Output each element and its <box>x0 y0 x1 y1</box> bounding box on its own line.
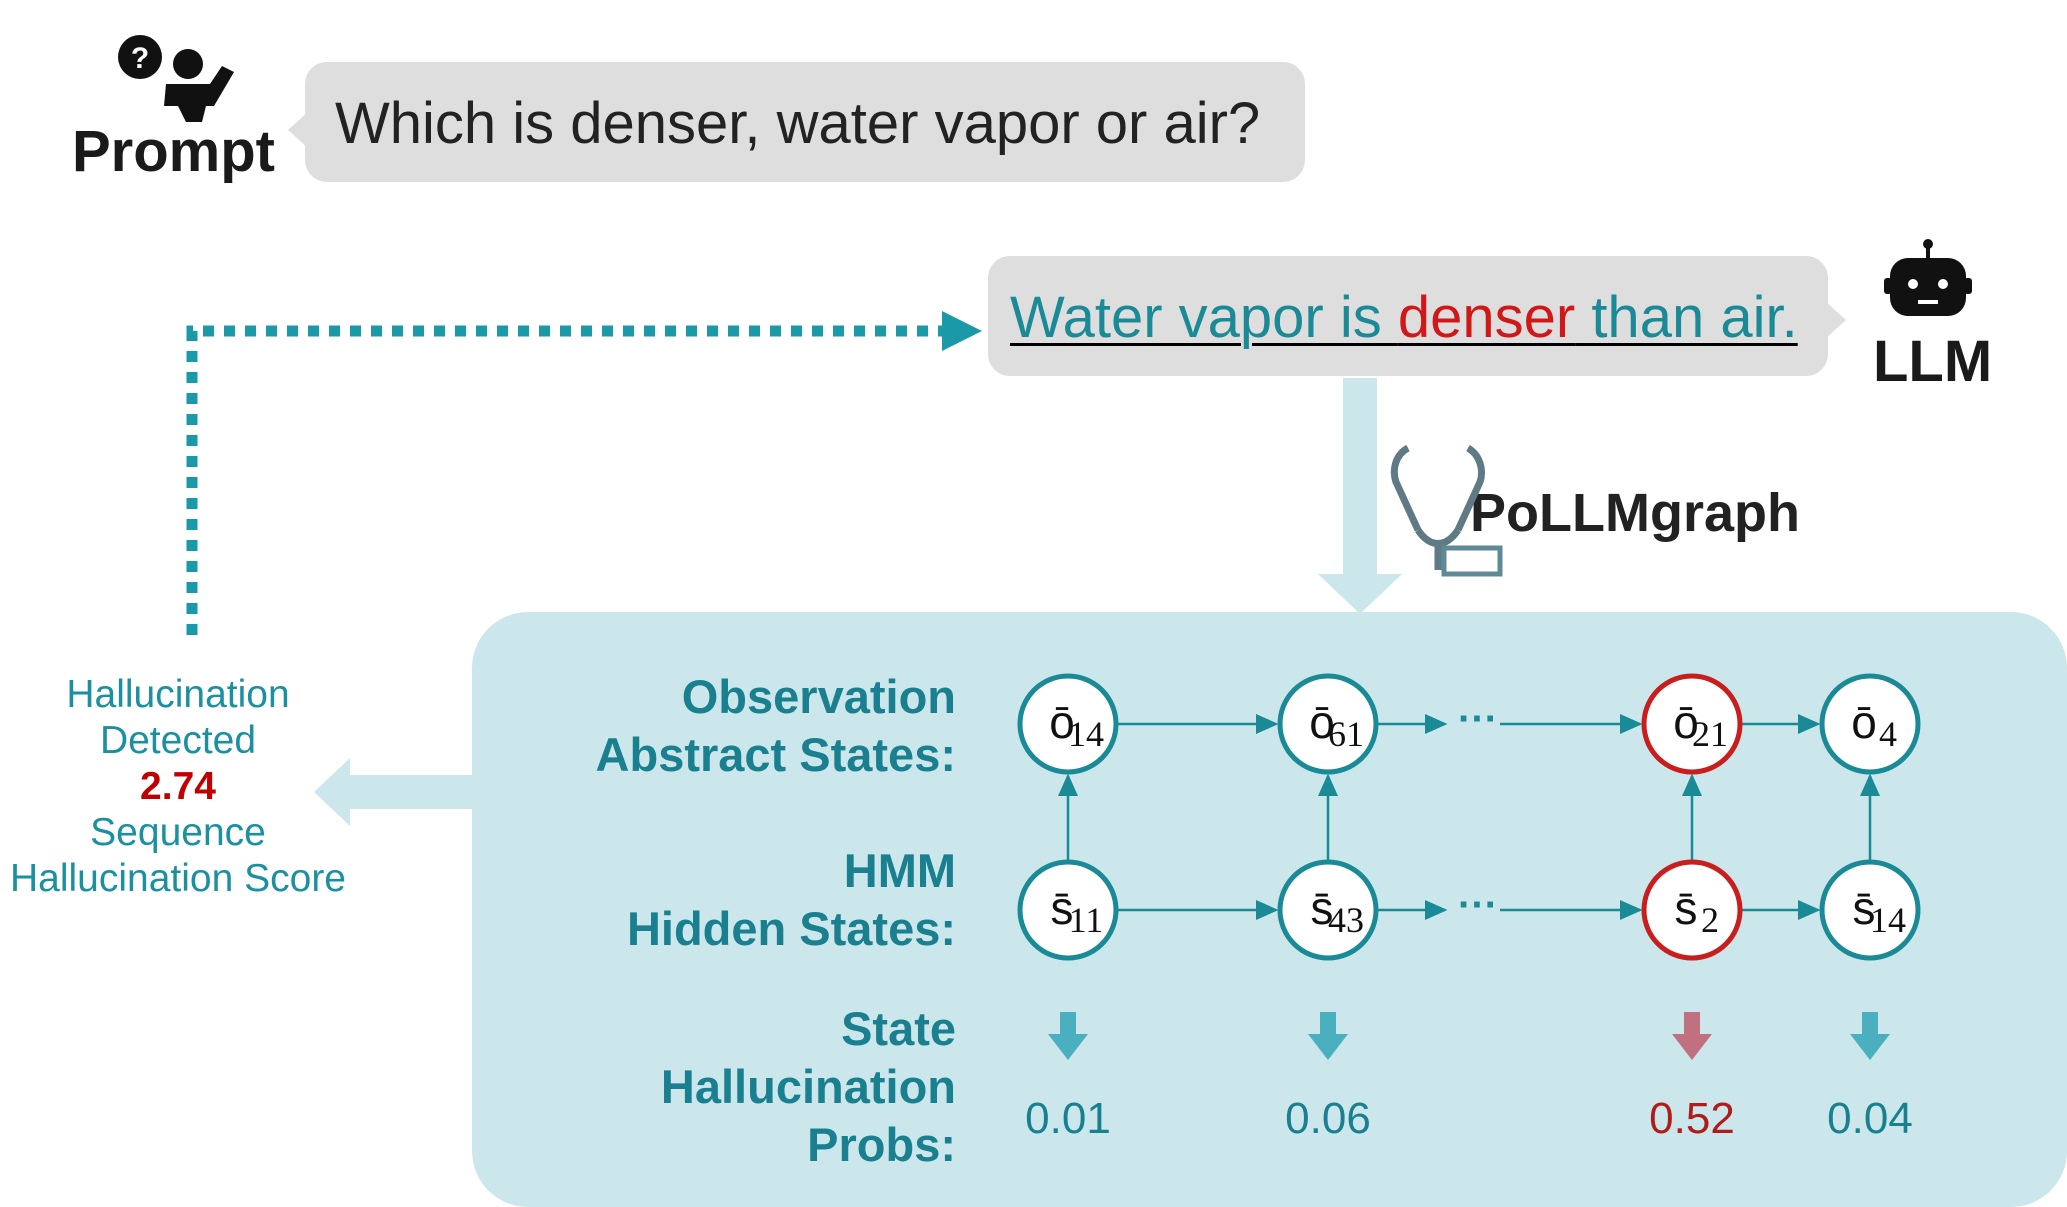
obs-node-1 <box>1017 673 1119 775</box>
response-text-highlight: denser <box>1397 285 1576 350</box>
hidden-ellipsis: ··· <box>1458 883 1498 927</box>
prob-row-label: State Hallucination Probs: <box>520 1000 956 1174</box>
hidden-node-4-label: s̄ <box>1853 882 1876 934</box>
obs-node-4 <box>1819 673 1921 775</box>
response-to-panel-arrow <box>1318 378 1402 614</box>
score-line4: Hallucination Score <box>9 857 346 900</box>
hidden-node-3 <box>1641 859 1743 961</box>
obs-node-1-subscript: 14 <box>1068 714 1104 754</box>
prompt-question: Which is denser, water vapor or air? <box>335 91 1261 156</box>
state-prob-3: 0.52 <box>1649 1094 1735 1143</box>
hidden-node-1-label: s̄ <box>1051 882 1074 934</box>
hidden-node-2 <box>1277 859 1379 961</box>
obs-node-4-label: ō <box>1851 696 1877 748</box>
score-value: 2.74 <box>140 765 216 808</box>
stethoscope-icon <box>1390 444 1503 577</box>
hidden-label-line2: Hidden States: <box>626 902 956 955</box>
svg-text:?: ? <box>131 42 149 75</box>
down-arrow-icon-1 <box>1048 1012 1088 1060</box>
sequence-score-block: Hallucination Detected 2.74 Sequence Hal… <box>0 672 356 902</box>
response-text-before: Water vapor is <box>1010 285 1398 350</box>
hidden-node-3-subscript: 2 <box>1701 900 1719 940</box>
obs-ellipsis: ··· <box>1458 697 1498 741</box>
obs-node-2 <box>1277 673 1379 775</box>
obs-node-3-label: ō <box>1673 696 1699 748</box>
obs-node-1-label: ō <box>1049 696 1075 748</box>
hidden-row-label: HMM Hidden States: <box>520 842 956 958</box>
hidden-node-3-label: s̄ <box>1675 882 1698 934</box>
prob-label-line3: Probs: <box>807 1118 956 1171</box>
feedback-arrow <box>186 311 982 635</box>
hidden-node-2-subscript: 43 <box>1328 900 1364 940</box>
down-arrow-icon-4 <box>1850 1012 1890 1060</box>
hidden-label-line1: HMM <box>843 844 956 897</box>
score-line2: Detected <box>99 719 257 762</box>
panel-to-score-arrow <box>314 758 475 826</box>
hidden-node-1-subscript: 11 <box>1069 900 1104 940</box>
hidden-node-4 <box>1819 859 1921 961</box>
state-prob-2: 0.06 <box>1285 1094 1371 1143</box>
score-line3: Sequence <box>90 811 266 854</box>
obs-node-3 <box>1641 673 1743 775</box>
prob-label-line1: State <box>841 1002 956 1055</box>
response-bubble-tail <box>1826 302 1846 338</box>
down-arrow-icon-2 <box>1308 1012 1348 1060</box>
down-arrow-icon-3 <box>1672 1012 1712 1060</box>
obs-node-2-subscript: 61 <box>1328 714 1364 754</box>
observation-label-line1: Observation <box>681 670 956 723</box>
response-text: Water vapor is denser than air. <box>1010 284 1798 351</box>
hidden-node-1 <box>1017 859 1119 961</box>
person-question-icon: ? <box>118 35 234 122</box>
pollmgraph-label: PoLLMgraph <box>1470 483 1800 543</box>
response-text-after: than air. <box>1575 285 1798 350</box>
state-prob-1: 0.01 <box>1025 1094 1111 1143</box>
prompt-label: Prompt <box>72 119 275 184</box>
obs-node-2-label: ō <box>1309 696 1335 748</box>
hidden-node-2-label: s̄ <box>1311 882 1334 934</box>
robot-icon <box>1884 239 1972 316</box>
score-line1: Hallucination <box>66 673 290 716</box>
prob-label-line2: Hallucination <box>660 1060 956 1113</box>
state-prob-4: 0.04 <box>1827 1094 1913 1143</box>
observation-label-line2: Abstract States: <box>595 728 956 781</box>
observation-row-label: Observation Abstract States: <box>520 668 956 784</box>
prompt-bubble-tail <box>288 112 308 148</box>
obs-node-4-subscript: 4 <box>1879 714 1897 754</box>
hidden-node-4-subscript: 14 <box>1870 900 1906 940</box>
prompt-bubble <box>305 62 1305 182</box>
response-bubble <box>988 256 1828 376</box>
obs-node-3-subscript: 21 <box>1692 714 1728 754</box>
llm-label: LLM <box>1873 329 1993 394</box>
